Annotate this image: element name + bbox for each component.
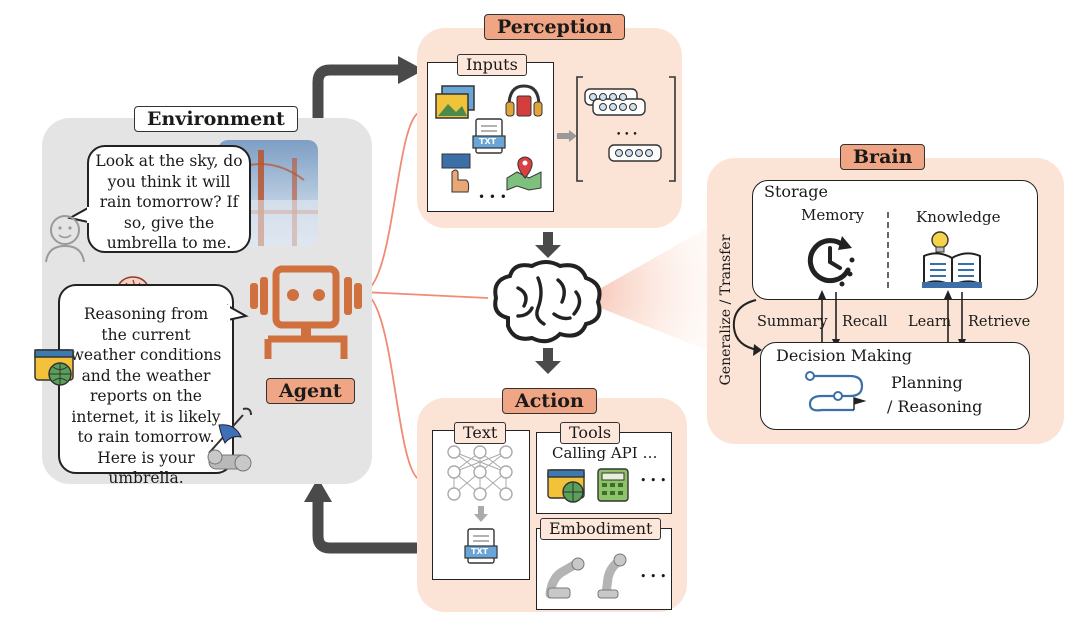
encode-arrow (557, 130, 577, 142)
touch-screen-icon (441, 153, 471, 193)
agent-perception-link (361, 111, 421, 293)
tools-label: Tools (560, 422, 621, 444)
embodiment-more: • • • (640, 570, 667, 583)
brain-title: Brain (840, 144, 926, 170)
env-to-perception-arrow (312, 64, 400, 128)
agent-brain-link (361, 291, 489, 299)
action-to-env-arrow (312, 498, 420, 554)
robot-arm-umbrella-icon (207, 407, 252, 472)
browser-globe-tool-icon (547, 469, 585, 503)
planning-label: Planning (891, 373, 963, 392)
generalize-arrow (732, 299, 762, 356)
agent-label: Agent (266, 378, 355, 404)
user-message: Look at the sky, do you think it will ra… (95, 152, 243, 252)
action-txt-tag: TXT (471, 547, 489, 556)
recall-label: Recall (842, 314, 888, 330)
learn-label: Learn (908, 314, 952, 330)
knowledge-book-icon (922, 231, 982, 288)
robot-arm-icon (545, 553, 627, 599)
text-output-label: Text (454, 422, 507, 444)
agent-speech-bubble: Reasoning from the current weather condi… (58, 284, 234, 487)
tools-more: • • • (640, 474, 667, 487)
inputs-label: Inputs (457, 54, 527, 76)
perception-to-brain-arrow (543, 232, 553, 246)
planning-route-icon (805, 371, 867, 412)
retrieve-label: Retrieve (968, 314, 1031, 330)
memory-clock-icon (807, 236, 855, 287)
knowledge-label: Knowledge (916, 208, 1001, 226)
embedding-more: • • • (616, 130, 638, 140)
brain-to-action-arrow (543, 348, 553, 362)
tools-calling-api: Calling API … (552, 444, 658, 462)
neural-network-icon (447, 445, 513, 501)
agent-robot-icon (250, 265, 362, 359)
agent-message: Reasoning from the current weather condi… (70, 305, 222, 487)
embodiment-label: Embodiment (540, 518, 662, 540)
central-brain-icon (493, 260, 602, 344)
storage-box (752, 180, 1038, 300)
summary-label: Summary (757, 314, 828, 330)
output-txt-file-icon (464, 528, 498, 564)
image-gallery-icon (435, 85, 475, 119)
decision-making-box (760, 342, 1030, 430)
calculator-tool-icon (597, 468, 629, 502)
environment-title: Environment (134, 106, 298, 132)
headphones-audio-icon (505, 84, 543, 117)
reasoning-label: / Reasoning (887, 397, 983, 416)
agent-bubble-tail (226, 304, 249, 322)
storage-label: Storage (764, 182, 828, 201)
user-speech-bubble: Look at the sky, do you think it will ra… (87, 145, 251, 253)
action-title: Action (502, 388, 597, 414)
storage-divider (887, 212, 889, 292)
map-pin-icon (506, 156, 542, 191)
memory-label: Memory (801, 206, 865, 224)
agent-action-link (361, 291, 421, 481)
txt-file-icon (472, 118, 506, 154)
inputs-more: • • • (478, 190, 507, 204)
user-avatar-icon (45, 215, 85, 263)
decision-making-label: Decision Making (776, 346, 913, 365)
generate-down-arrow (474, 506, 488, 522)
perception-title: Perception (484, 14, 626, 40)
perception-txt-tag: TXT (479, 137, 497, 146)
browser-globe-icon (34, 349, 74, 386)
generalize-transfer-label: Generalize / Transfer (718, 234, 734, 386)
brain-projection-cone (580, 228, 707, 350)
embedding-vectors (576, 76, 676, 182)
